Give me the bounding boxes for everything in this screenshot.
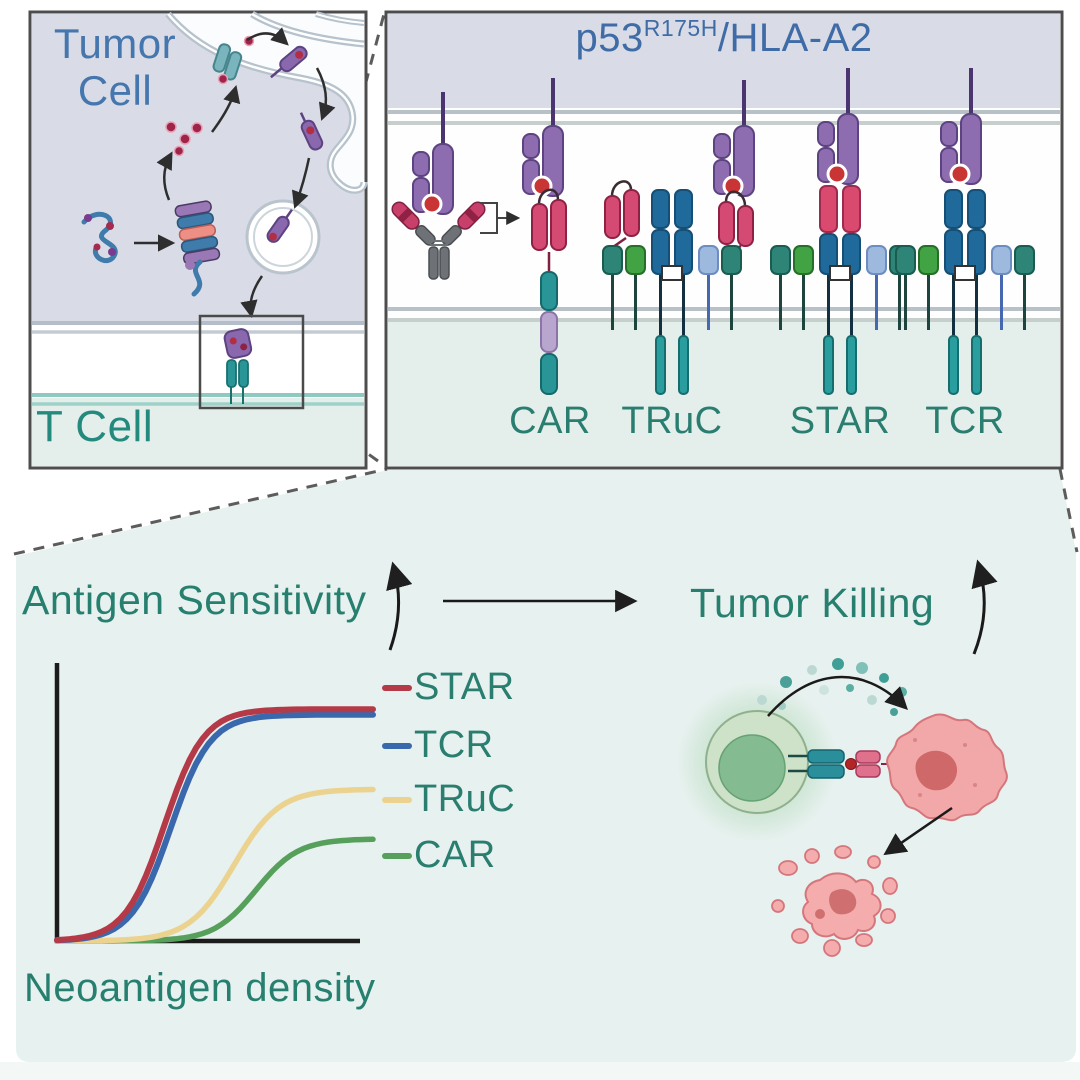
killing-illustration bbox=[677, 658, 1008, 957]
pmhc-free-icon bbox=[412, 143, 454, 215]
pmhc-icon bbox=[713, 125, 755, 197]
apoptotic-cell bbox=[771, 845, 898, 957]
unfolded-chain-dot bbox=[185, 260, 195, 270]
antigen-title: p53R175H/HLA-A2 bbox=[575, 15, 873, 61]
truc-receptor bbox=[602, 125, 755, 395]
pmhc-icon bbox=[817, 113, 859, 185]
legend-label-tcr: TCR bbox=[414, 724, 494, 766]
tumor-membrane-curves bbox=[165, 10, 368, 194]
cd3-stalks bbox=[779, 274, 901, 336]
derivation-bracket bbox=[480, 202, 521, 234]
chart-curves bbox=[54, 706, 376, 944]
tumor-cell-label-line2: Cell bbox=[77, 67, 153, 115]
pmhc-stalks bbox=[441, 68, 973, 146]
tumor-killing-label: Tumor Killing bbox=[690, 580, 935, 626]
pmhc-icon bbox=[522, 125, 564, 197]
t-cell-label: T Cell bbox=[36, 402, 154, 451]
legend-swatch-truc bbox=[382, 797, 412, 803]
curve-truc bbox=[54, 786, 376, 944]
peptide-dot bbox=[217, 73, 229, 85]
outcome-arrows bbox=[386, 559, 998, 655]
t-cell-nucleus bbox=[718, 734, 786, 802]
synapse-pmhc-tcr-icon bbox=[223, 328, 253, 404]
curve-tcr bbox=[54, 711, 376, 944]
tumor-cell-label-line1: Tumor bbox=[53, 20, 177, 67]
apoptosis-arrow bbox=[883, 806, 953, 856]
receptor-panel bbox=[384, 10, 1064, 470]
cytokine-arrow bbox=[767, 675, 908, 717]
mhc-in-membrane-icon bbox=[270, 45, 308, 79]
cd3-stalks bbox=[904, 274, 1026, 336]
antibody-icon bbox=[391, 201, 486, 280]
receptor-label-truc: TRuC bbox=[621, 400, 723, 442]
legend-swatch-star bbox=[382, 685, 412, 691]
legend-label-car: CAR bbox=[414, 834, 496, 876]
mhc-in-pocket-icon bbox=[299, 112, 324, 151]
tumor-cell-panel bbox=[28, 10, 368, 470]
cd3-stalks bbox=[611, 274, 733, 336]
tumor-killing-up-arrow bbox=[971, 559, 998, 655]
tap-transporter-icon bbox=[212, 43, 243, 81]
receptor-label-star: STAR bbox=[789, 400, 891, 442]
dose-response-chart bbox=[54, 663, 412, 944]
antigen-sensitivity-label: Antigen Sensitivity bbox=[22, 577, 367, 623]
synapse-zoom-box bbox=[198, 314, 305, 410]
car-receptor bbox=[522, 125, 567, 395]
transport-vesicle-icon bbox=[245, 199, 321, 275]
legend-swatch-car bbox=[382, 853, 412, 859]
tcr-receptor bbox=[895, 113, 1035, 395]
proteasome-icon bbox=[174, 200, 221, 265]
receptor-label-car: CAR bbox=[509, 400, 591, 442]
legend-label-truc: TRuC bbox=[414, 778, 516, 820]
antigen-title-superscript: R175H bbox=[643, 15, 718, 41]
antigen-title-rest: /HLA-A2 bbox=[717, 16, 873, 60]
x-axis-label: Neoantigen density bbox=[24, 966, 376, 1010]
peptide-cluster bbox=[165, 121, 203, 157]
pmhc-icon bbox=[940, 113, 982, 185]
mutant-p53-protein-icon bbox=[81, 211, 118, 263]
curve-star bbox=[54, 706, 376, 943]
receptor-bridge-icon bbox=[788, 749, 904, 779]
legend-label-star: STAR bbox=[414, 666, 515, 708]
receptor-label-tcr: TCR bbox=[925, 400, 1005, 442]
process-arrows bbox=[134, 27, 336, 319]
antigen-sensitivity-up-arrow bbox=[386, 561, 413, 651]
tumor-cell-label: Tumor Cell bbox=[38, 20, 192, 114]
antigen-title-base: p53 bbox=[575, 16, 644, 60]
legend-swatch-tcr bbox=[382, 743, 412, 749]
tumor-cell-target bbox=[886, 713, 1008, 822]
cytokine-dots bbox=[757, 658, 907, 716]
legend-swatches bbox=[382, 685, 412, 859]
unfolded-chain bbox=[191, 259, 203, 297]
star-receptor bbox=[770, 113, 910, 395]
